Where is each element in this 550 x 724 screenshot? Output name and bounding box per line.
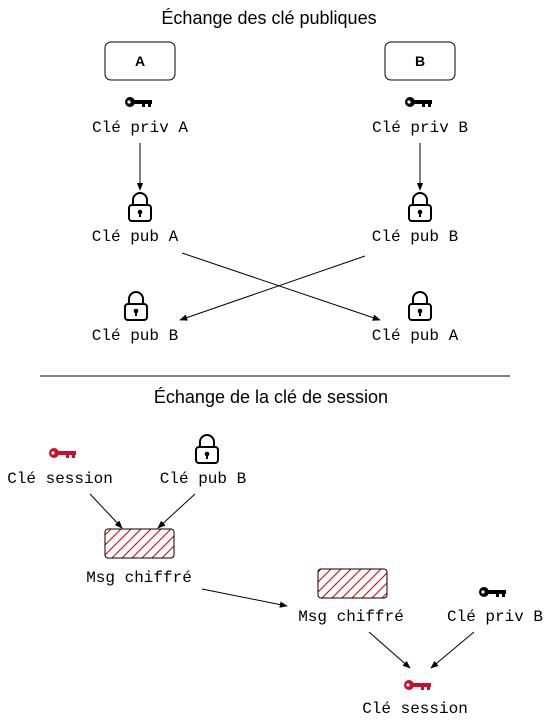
public-key-exchange-title: Échange des clé publiques bbox=[161, 8, 376, 28]
private-key-b-icon bbox=[405, 97, 432, 107]
arrow-priv-key-to-session-key bbox=[430, 631, 475, 669]
arrow-session-key-to-msg bbox=[89, 493, 123, 529]
private-key-a-label: Clé priv A bbox=[92, 119, 188, 137]
received-public-key-b-label: Clé pub B bbox=[92, 327, 178, 345]
received-public-key-b-lock-icon bbox=[124, 291, 148, 321]
arrow-msg-transfer bbox=[201, 588, 288, 608]
arrow-pub-a-to-b bbox=[181, 252, 381, 321]
party-b-box bbox=[384, 41, 456, 81]
party-a-box bbox=[104, 41, 176, 81]
arrow-pub-b-to-a bbox=[179, 255, 366, 321]
party-b-label: B bbox=[415, 53, 425, 69]
arrow-msg-to-session-key bbox=[368, 631, 411, 669]
session-key-exchange-title: Échange de la clé de session bbox=[154, 387, 388, 407]
arrow-pub-key-to-msg bbox=[157, 493, 196, 529]
public-key-b-lock-icon-2 bbox=[195, 434, 219, 464]
public-key-b-lock-icon bbox=[408, 192, 432, 222]
private-key-b-label: Clé priv B bbox=[372, 119, 468, 137]
session-key-label: Clé session bbox=[7, 470, 113, 488]
encrypted-message-label-2: Msg chiffré bbox=[298, 608, 404, 626]
received-public-key-a-label: Clé pub A bbox=[372, 327, 459, 345]
recovered-session-key-label: Clé session bbox=[362, 700, 468, 718]
encrypted-message-box-2 bbox=[317, 568, 388, 599]
public-key-a-lock-icon bbox=[128, 192, 152, 222]
public-key-b-label-2: Clé pub B bbox=[160, 470, 246, 488]
encrypted-message-box-1 bbox=[104, 528, 175, 559]
encrypted-message-label-1: Msg chiffré bbox=[86, 569, 192, 587]
private-key-a-icon bbox=[125, 97, 152, 107]
recovered-session-key-icon bbox=[404, 680, 431, 690]
received-public-key-a-lock-icon bbox=[408, 291, 432, 321]
party-a-label: A bbox=[135, 53, 145, 69]
session-key-icon bbox=[49, 448, 76, 458]
private-key-b-label-2: Clé priv B bbox=[447, 608, 543, 626]
private-key-b-icon-2 bbox=[479, 587, 506, 597]
public-key-a-label: Clé pub A bbox=[92, 228, 179, 246]
public-key-b-label: Clé pub B bbox=[372, 228, 458, 246]
